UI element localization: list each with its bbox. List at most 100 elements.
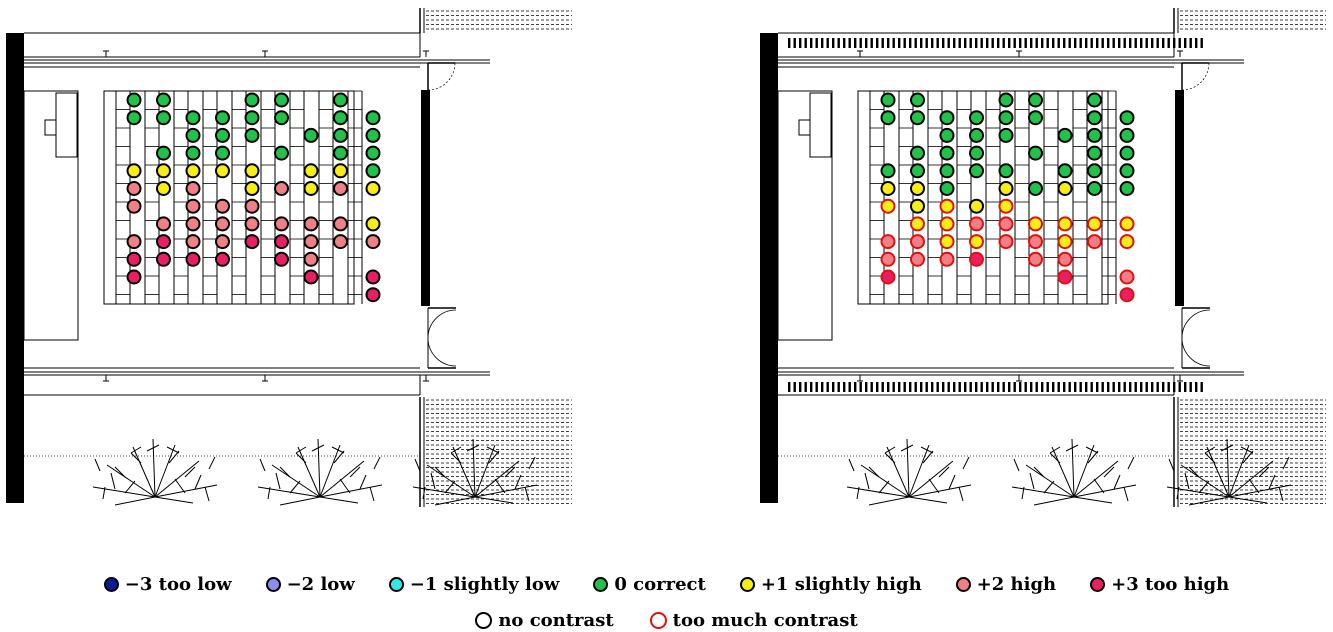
- seat-marker-zero: [156, 92, 171, 108]
- seat-responses: [126, 92, 381, 303]
- seat-marker-plus2: [880, 251, 896, 267]
- seat-marker-plus1: [333, 163, 348, 179]
- seat-marker-zero: [969, 127, 984, 143]
- seat-marker-plus3: [215, 251, 230, 267]
- seat-marker-zero: [939, 110, 955, 126]
- seat-marker-plus2: [303, 251, 319, 267]
- seat-marker-plus1: [303, 163, 319, 179]
- door-frame: [428, 307, 456, 369]
- seat-marker-zero: [333, 92, 348, 108]
- seat-marker-zero: [244, 127, 260, 143]
- seat-marker-plus2: [126, 234, 142, 250]
- seat-marker-plus2: [185, 216, 201, 232]
- seat-marker-zero: [215, 145, 230, 161]
- seat-marker-plus1: [910, 181, 925, 196]
- seat-marker-zero: [998, 163, 1014, 179]
- building-hatch: [419, 8, 572, 33]
- seat-marker-zero: [880, 92, 896, 108]
- tree: [412, 438, 538, 506]
- seat-marker-zero: [910, 145, 925, 161]
- seat-marker-plus3: [274, 234, 289, 250]
- seat-marker-zero: [880, 163, 896, 179]
- legend-swatch: [649, 612, 667, 629]
- seat-marker-zero: [969, 163, 984, 179]
- seat-marker-plus1: [998, 181, 1014, 196]
- teacher-area: [777, 90, 833, 341]
- seat-marker-zero: [1028, 110, 1043, 126]
- seat-marker-plus1: [365, 216, 381, 232]
- seat-marker-plus1: [880, 198, 896, 214]
- seat-marker-plus1: [156, 163, 171, 179]
- seat-marker-plus3: [880, 269, 896, 285]
- seat-marker-plus2: [910, 234, 925, 250]
- desk: [809, 92, 832, 158]
- seat-marker-plus2: [274, 216, 289, 232]
- seat-marker-plus1: [1057, 216, 1073, 232]
- seat-marker-zero: [939, 127, 955, 143]
- legend-swatch: [739, 577, 755, 592]
- legend-swatch: [955, 577, 971, 592]
- seat-marker-plus2: [303, 216, 319, 232]
- seat-marker-zero: [1087, 110, 1102, 126]
- seat-marker-zero: [1119, 163, 1135, 179]
- legend-label: +3 too high: [1111, 574, 1230, 595]
- seat-marker-zero: [910, 110, 925, 126]
- legend-item-zero: 0 correct: [593, 574, 706, 595]
- seat-marker-zero: [274, 110, 289, 126]
- seat-marker-plus1: [998, 198, 1014, 214]
- legend-label: no contrast: [498, 610, 614, 631]
- tree: [1011, 438, 1137, 506]
- seat-marker-zero: [274, 92, 289, 108]
- tree: [846, 438, 972, 506]
- seat-marker-plus2: [333, 216, 348, 232]
- seat-marker-zero: [1087, 127, 1102, 143]
- seat-marker-zero: [1119, 127, 1135, 143]
- seat-marker-zero: [126, 110, 142, 126]
- seat-marker-plus2: [365, 234, 381, 250]
- seat-marker-plus3: [1057, 269, 1073, 285]
- teacher-area: [23, 90, 79, 341]
- tree: [1166, 438, 1292, 506]
- seat-marker-plus3: [156, 251, 171, 267]
- seat-marker-zero: [215, 110, 230, 126]
- seat-marker-plus1: [1028, 216, 1043, 232]
- seat-marker-zero: [1028, 181, 1043, 196]
- seat-marker-zero: [1119, 181, 1135, 196]
- seat-marker-plus1: [215, 163, 230, 179]
- building-hatch: [1173, 8, 1326, 33]
- tree: [257, 438, 383, 506]
- seat-marker-zero: [939, 163, 955, 179]
- seat-marker-zero: [910, 163, 925, 179]
- seat-marker-zero: [215, 127, 230, 143]
- seat-marker-zero: [939, 145, 955, 161]
- seat-marker-plus2: [215, 216, 230, 232]
- seat-marker-plus2: [215, 234, 230, 250]
- seat-marker-plus2: [1028, 251, 1043, 267]
- building-hatch: [1173, 397, 1326, 507]
- seat-marker-zero: [303, 127, 319, 143]
- legend-item-plus3: +3 too high: [1090, 574, 1229, 595]
- seat-marker-plus3: [365, 269, 381, 285]
- seat-marker-plus2: [998, 234, 1014, 250]
- seat-responses: [880, 92, 1135, 303]
- seat-marker-zero: [1057, 163, 1073, 179]
- seat-marker-zero: [365, 145, 381, 161]
- seat-marker-plus3: [969, 251, 984, 267]
- seat-marker-plus1: [1087, 216, 1102, 232]
- seat-marker-plus2: [1119, 269, 1135, 285]
- floor-plan-right: [760, 8, 1326, 507]
- legend-swatch: [1090, 577, 1106, 592]
- legend-item-minus2: −2 low: [265, 574, 355, 595]
- seat-marker-plus2: [1087, 234, 1102, 250]
- seat-marker-zero: [185, 127, 201, 143]
- seat-marker-plus3: [303, 269, 319, 285]
- seat-marker-plus2: [969, 216, 984, 232]
- legend-swatch: [265, 577, 281, 592]
- seat-marker-plus2: [880, 234, 896, 250]
- seat-marker-zero: [969, 145, 984, 161]
- seat-marker-zero: [880, 110, 896, 126]
- desk-grid: [857, 90, 1117, 305]
- seat-marker-plus3: [156, 234, 171, 250]
- seat-marker-zero: [365, 163, 381, 179]
